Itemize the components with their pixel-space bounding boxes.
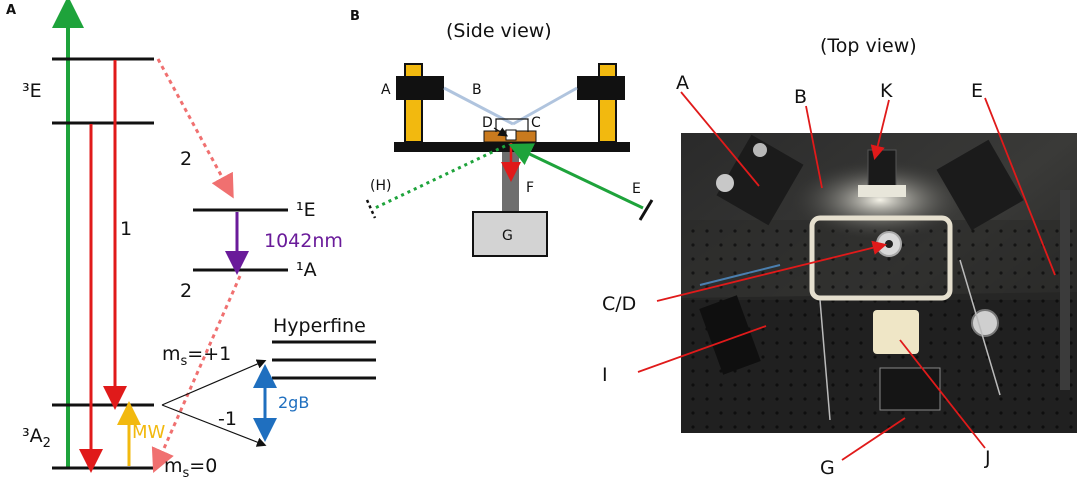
state-1e-label: ¹E	[296, 199, 316, 221]
pointer-i	[637, 325, 767, 373]
component-g	[472, 211, 548, 257]
zeeman-splitting-label: 2gB	[278, 393, 309, 412]
right-post	[598, 63, 617, 143]
side-label-f: F	[526, 180, 534, 196]
wavelength-label: 1042nm	[264, 230, 343, 252]
isc-label-lower: 2	[180, 280, 192, 302]
diamond-sample	[505, 129, 517, 141]
green-laser-beam	[508, 143, 644, 210]
zeeman-arrow-down	[161, 404, 267, 447]
panel-b-side-view: B (Side view) A B C D F	[350, 9, 654, 257]
top-view-title: (Top view)	[820, 35, 917, 57]
reflected-beam-h	[374, 144, 506, 210]
isc-dashed-arrow-upper	[156, 58, 234, 199]
isc-dashed-arrow-lower	[151, 275, 242, 473]
photo-label-e: E	[971, 80, 983, 102]
side-label-b: B	[472, 82, 482, 98]
state-3a2-label: ³A2	[22, 425, 51, 451]
mirror-h	[365, 199, 377, 219]
pointer-b	[805, 105, 823, 189]
sample-cover	[495, 118, 529, 132]
left-magnet	[396, 76, 444, 100]
pointer-e	[984, 97, 1056, 276]
pointer-cd	[656, 240, 887, 302]
photo-label-a: A	[676, 72, 689, 94]
pointer-j	[899, 339, 986, 449]
side-label-g: G	[502, 228, 513, 244]
side-label-a: A	[381, 82, 391, 98]
ms-zero-label: ms=0	[164, 455, 217, 481]
pointer-a	[680, 91, 760, 187]
side-label-c: C	[531, 115, 541, 131]
ms-minus-one-label: -1	[218, 408, 237, 430]
photo-label-g: G	[820, 457, 835, 479]
hyperfine-label: Hyperfine	[273, 315, 366, 337]
side-label-h: (H)	[370, 178, 391, 194]
photo-label-j: J	[984, 447, 991, 469]
state-1a-label: ¹A	[296, 259, 317, 281]
photo-label-cd: C/D	[602, 293, 636, 315]
photo-label-b: B	[794, 86, 807, 108]
right-beam	[512, 86, 578, 126]
pointer-k	[870, 99, 890, 160]
state-3e-label: ³E	[22, 80, 42, 102]
side-view-title: (Side view)	[446, 20, 552, 42]
label-d-pointer	[493, 127, 509, 137]
side-label-d: D	[482, 115, 493, 131]
left-post	[404, 63, 423, 143]
lab-photo	[681, 133, 1077, 433]
panel-b-top-view: (Top view)	[602, 35, 1077, 479]
right-magnet	[577, 76, 625, 100]
ms-plus-one-label: ms=+1	[162, 343, 231, 369]
left-beam	[443, 86, 514, 126]
mw-label: MW	[132, 422, 166, 443]
transition-1-label: 1	[120, 218, 132, 240]
photo-label-i: I	[602, 364, 608, 386]
panel-a-label: A	[6, 3, 16, 18]
side-label-e: E	[632, 181, 641, 197]
panel-a: A 1042nm MW ³E ³A2 ¹E ¹A 2 2 1 ms=+1 -1	[6, 0, 376, 481]
isc-label-upper: 2	[180, 148, 192, 170]
laser-mirror-e	[638, 199, 654, 221]
photo-label-k: K	[880, 80, 893, 102]
zeeman-arrow-up	[161, 359, 267, 406]
panel-b-label: B	[350, 9, 360, 24]
pointer-g	[841, 417, 906, 461]
